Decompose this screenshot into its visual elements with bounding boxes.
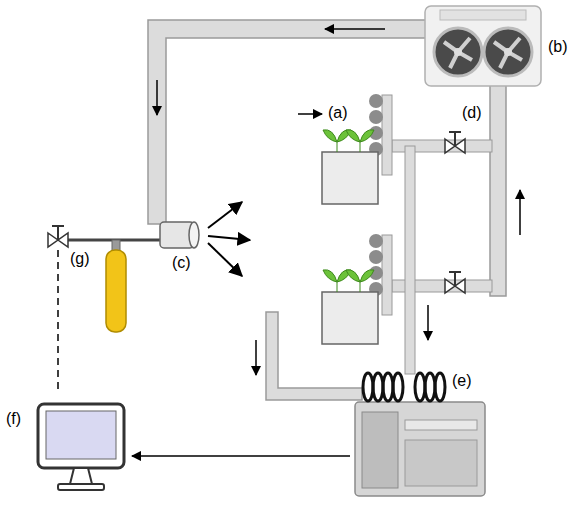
coil-turn [435,373,445,401]
valve-handle [449,132,461,146]
plant-chamber [322,292,378,344]
flow-arrow [156,80,158,115]
gas-cylinder [106,250,126,332]
fan-blades [494,38,522,68]
reference-pipe [266,312,362,400]
release-arrow [208,236,250,240]
coil-turn [393,373,403,401]
fan-hub [504,48,512,56]
callout-label: (g) [70,250,90,268]
chamber-manifold [382,95,392,175]
computer-monitor [38,404,124,468]
fan [434,28,482,76]
plant [323,270,351,292]
flow-arrow [427,305,429,340]
plant-leaves [346,130,374,152]
nozzle-face [189,222,199,248]
sampling-tube [405,146,415,374]
gc-panel [362,412,398,488]
release-arrow [208,243,242,276]
inlet-port [369,110,383,124]
fan-blades [444,38,472,68]
valve-handle [52,226,64,240]
callout-label: (b) [548,38,568,56]
callout-label: (a) [328,104,348,122]
valve-handle [449,272,461,286]
flow-arrow [325,28,385,30]
air-pipe [148,20,428,224]
callout-label: (c) [172,254,191,272]
flow-arrow [519,190,521,235]
callout-label: (e) [452,372,472,390]
plant-leaves [323,270,351,292]
sampling-coil [363,373,445,401]
control-link [57,250,59,392]
fan-unit [425,6,541,86]
plant-leaves [346,270,374,292]
flow-arrow [298,113,322,115]
plant-leaves [323,130,351,152]
gc-detail [405,420,477,430]
fan-grille [440,10,526,20]
inlet-port [369,234,383,248]
return-pipe [490,84,506,296]
fan [484,28,532,76]
monitor-stand [70,468,92,484]
plant [346,130,374,152]
callout-label: (f) [6,410,21,428]
monitor-base [58,484,104,490]
plant [346,270,374,292]
computer-screen [46,411,116,459]
plant [323,130,351,152]
inlet-port [369,250,383,264]
gc-detail [405,440,477,486]
chamber-manifold [382,235,392,315]
flow-arrow [255,340,257,375]
plant-chamber [322,152,378,204]
release-arrow [208,202,242,228]
data-arrow [132,455,350,457]
gas-chromatograph [355,402,485,496]
inlet-port [369,94,383,108]
callout-label: (d) [462,104,482,122]
fan-hub [454,48,462,56]
